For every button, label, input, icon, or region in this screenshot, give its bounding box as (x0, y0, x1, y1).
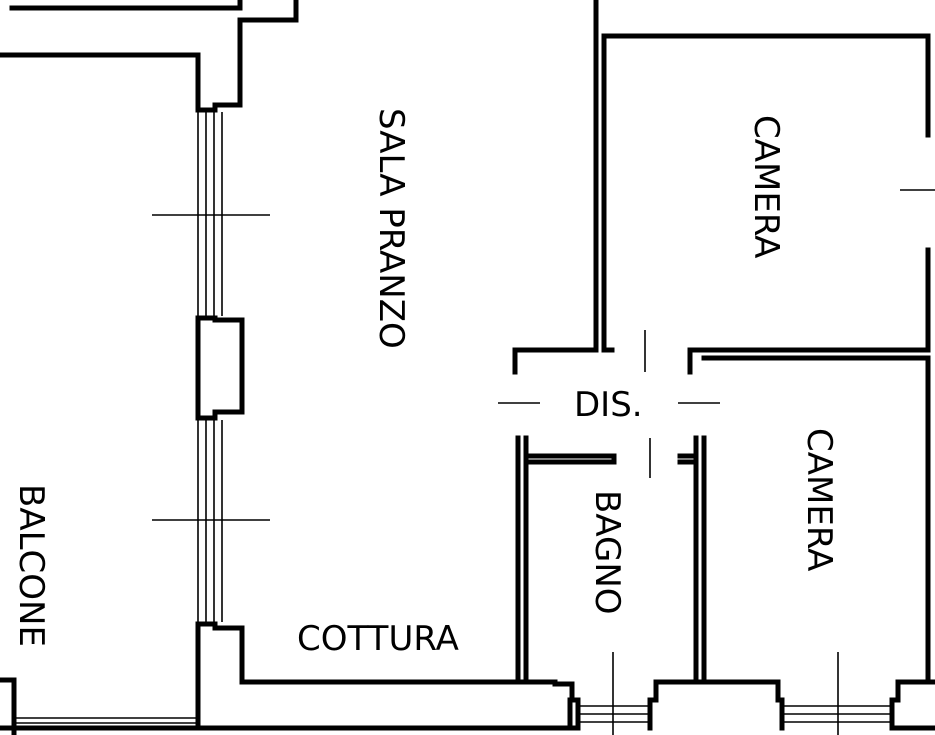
window-bedroom-bottom (782, 652, 892, 735)
wall-bottom-middle (647, 679, 785, 731)
label-cottura: COTTURA (297, 619, 459, 659)
label-disimpegno: DIS. (574, 385, 643, 425)
wall-pier-middle (195, 315, 245, 421)
window-upper (152, 112, 270, 316)
wall-camera-top (512, 0, 935, 375)
label-bagno: BAGNO (587, 490, 627, 615)
label-sala-pranzo: SALA PRANZO (371, 108, 411, 349)
wall-bath-camera (515, 355, 931, 685)
window-lower (152, 420, 270, 622)
label-balcone: BALCONE (11, 484, 51, 647)
wall-bottom (0, 621, 581, 735)
window-bath (578, 652, 650, 735)
wall-top-left (0, 0, 299, 113)
passage-marks (498, 330, 720, 478)
label-camera-top: CAMERA (746, 115, 786, 258)
label-camera-bottom: CAMERA (799, 428, 839, 571)
wall-bottom-right (889, 679, 935, 731)
